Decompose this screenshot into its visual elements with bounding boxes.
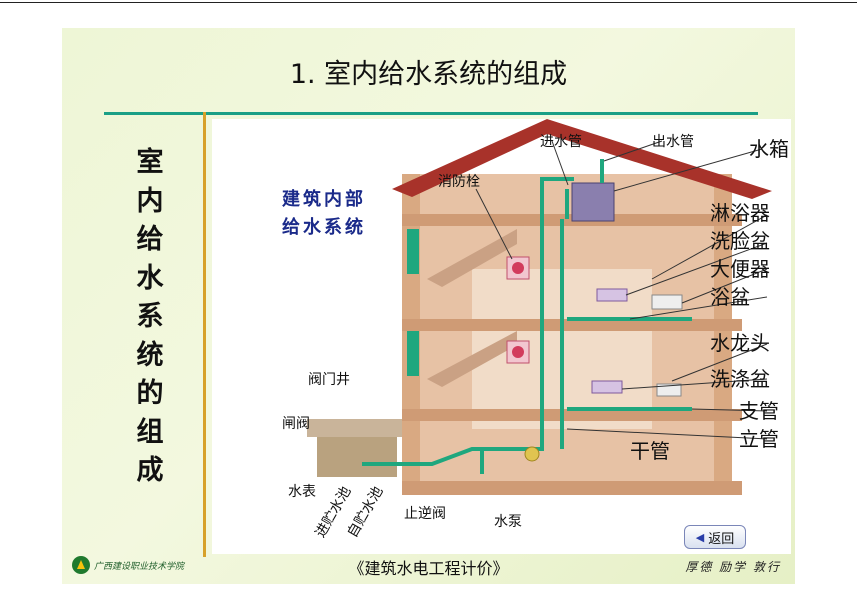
vertical-title-char: 的 [136, 378, 164, 409]
roof [392, 119, 772, 199]
back-button-label: 返回 [708, 531, 735, 547]
label-riser-pipe: 立管 [739, 427, 779, 451]
slide: 1. 室内给水系统的组成 室 内 给 水 系 统 的 组 成 [62, 28, 795, 584]
floor-slab [402, 409, 742, 421]
course-title: 《建筑水电工程计价》 [348, 559, 509, 578]
diagram-title: 给水系统 [282, 217, 366, 238]
main-pipe [362, 177, 574, 466]
label-washbasin: 洗脸盆 [710, 229, 770, 253]
title-divider [104, 112, 758, 115]
left-triangle-icon: ◀ [695, 530, 705, 544]
water-tank [571, 182, 615, 222]
floor-slab [402, 319, 742, 331]
vertical-title-char: 组 [136, 416, 164, 448]
water-system-illustration: 建筑内部 给水系统 进水管 出水管 水箱 消防栓 淋浴器 洗脸盆 大便器 浴盆 … [212, 119, 791, 554]
window [407, 331, 419, 376]
vertical-title-char: 内 [136, 185, 164, 217]
school-logo: 广西建设职业技术学院 [72, 556, 184, 574]
label-gate-valve: 闸阀 [282, 416, 310, 432]
floor-slab [402, 481, 742, 495]
label-sink: 洗涤盆 [710, 367, 770, 391]
stair-flight [427, 331, 517, 387]
vertical-title-char: 统 [136, 339, 164, 371]
pipe-network [362, 159, 692, 474]
label-fire-hydrant: 消防栓 [438, 174, 480, 190]
vertical-title-char: 给 [136, 224, 164, 255]
label-outlet-pipe: 出水管 [652, 134, 694, 150]
valve-well-pit [317, 437, 397, 477]
diagram-title: 建筑内部 [282, 189, 366, 210]
label-valve-well: 阀门井 [308, 372, 350, 388]
window [407, 229, 419, 274]
footer: 广西建设职业技术学院 《建筑水电工程计价》 厚德 励学 敦行 [62, 552, 795, 580]
label-bathtub: 浴盆 [710, 285, 750, 309]
vertical-title-char: 成 [136, 455, 164, 486]
water-pump [524, 446, 540, 462]
label-inlet-pipe: 进水管 [540, 134, 582, 150]
toilet [651, 294, 683, 310]
back-button[interactable]: ◀ 返回 [684, 525, 746, 549]
sink [591, 380, 623, 394]
fire-hydrant-reel [512, 346, 524, 358]
label-shower: 淋浴器 [710, 201, 770, 225]
leader-lines [475, 140, 768, 440]
vertical-title-char: 室 [136, 147, 164, 178]
label-water-meter: 水表 [288, 484, 316, 500]
vertical-title-char: 水 [136, 262, 164, 294]
school-motto: 厚德 励学 敦行 [685, 560, 781, 574]
label-branch-pipe: 支管 [739, 399, 779, 423]
faucet-basin [656, 383, 682, 397]
label-main-pipe: 干管 [630, 439, 670, 463]
label-faucet: 水龙头 [710, 331, 770, 355]
side-divider [203, 112, 206, 557]
top-border-line [0, 2, 857, 3]
school-name: 广西建设职业技术学院 [94, 561, 185, 572]
label-check-valve: 止逆阀 [404, 506, 446, 522]
school-emblem-icon [72, 556, 90, 574]
stair-flight [427, 229, 517, 287]
label-water-tank: 水箱 [749, 137, 789, 161]
washbasin [596, 288, 628, 302]
fire-hydrant-reel [512, 262, 524, 274]
vertical-title: 室 内 给 水 系 统 的 组 成 [120, 144, 180, 491]
vertical-title-char: 系 [136, 301, 164, 332]
label-toilet: 大便器 [710, 257, 770, 281]
slide-title: 1. 室内给水系统的组成 [289, 59, 568, 90]
label-water-pump: 水泵 [494, 514, 522, 530]
building-cutaway-drawing [307, 119, 772, 495]
